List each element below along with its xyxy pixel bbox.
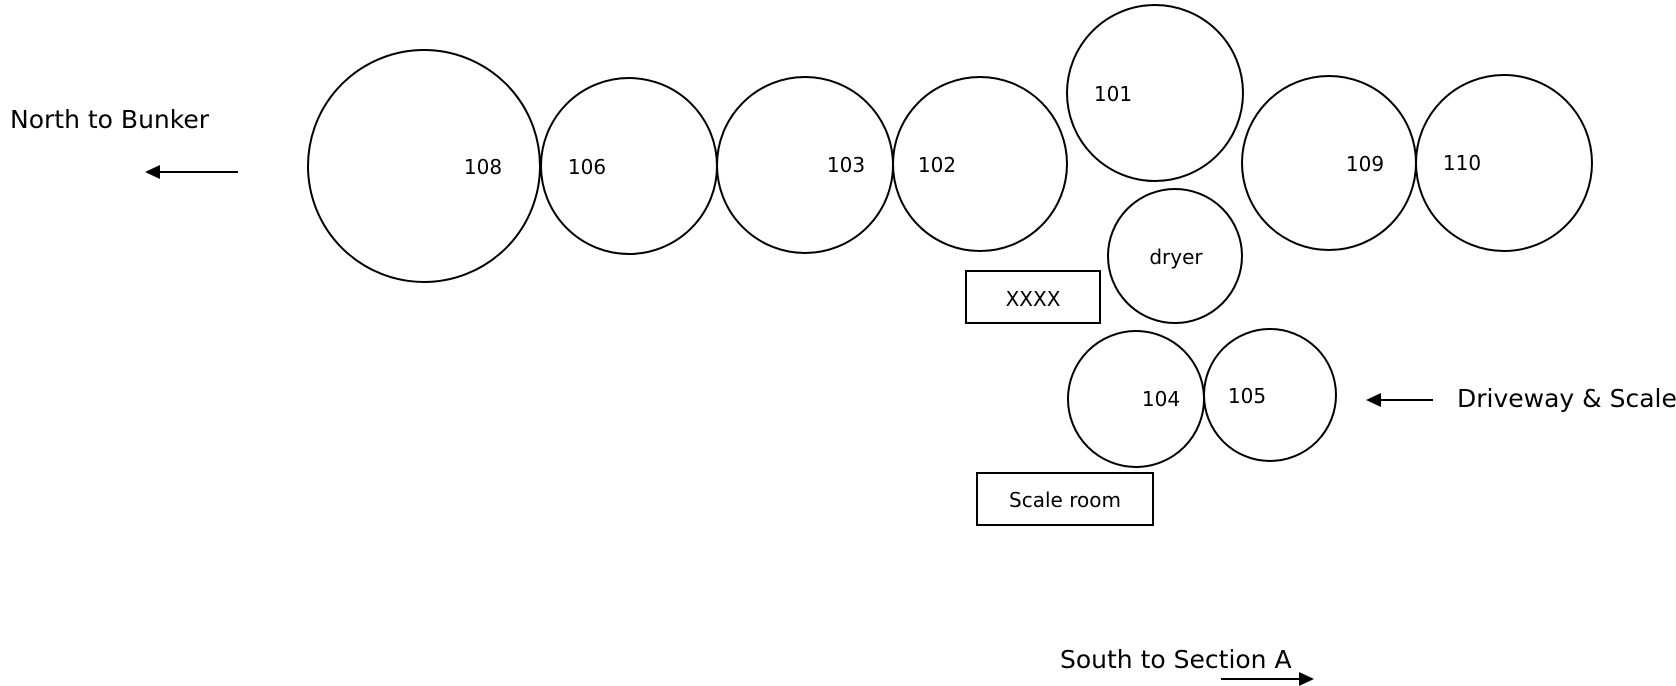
bin-dryer-label: dryer (1149, 245, 1203, 269)
bin-104-label: 104 (1142, 387, 1180, 411)
box-scale-room-rect (976, 472, 1154, 526)
south-arrow-head (1299, 672, 1314, 686)
box-scale-room: Scale room (976, 472, 1154, 526)
bin-dryer: dryer (1107, 188, 1243, 324)
bin-110-label: 110 (1443, 151, 1481, 175)
north-arrow (145, 165, 238, 179)
bin-101-circle (1066, 4, 1244, 182)
bin-103: 103 (716, 76, 894, 254)
box-xxxx-rect (965, 270, 1101, 324)
bin-101: 101 (1066, 4, 1244, 182)
north-to-bunker-label: North to Bunker (10, 105, 210, 134)
box-scale-room-label: Scale room (1009, 488, 1121, 512)
bin-106: 106 (540, 77, 718, 255)
bin-102-circle (892, 76, 1068, 252)
bin-104-circle (1067, 330, 1205, 468)
bin-108-label: 108 (464, 155, 502, 179)
bin-105: 105 (1203, 328, 1337, 462)
driveway-arrow (1366, 393, 1433, 407)
bin-104: 104 (1067, 330, 1205, 468)
bin-103-circle (716, 76, 894, 254)
bin-102-label: 102 (918, 153, 956, 177)
bin-103-label: 103 (827, 153, 865, 177)
bin-108-circle (307, 49, 541, 283)
box-xxxx: XXXX (965, 270, 1101, 324)
bin-101-label: 101 (1094, 82, 1132, 106)
driveway-arrow-head (1366, 393, 1381, 407)
south-to-section-a-label: South to Section A (1060, 645, 1292, 674)
bin-109: 109 (1241, 75, 1417, 251)
bin-106-label: 106 (568, 155, 606, 179)
bin-dryer-circle (1107, 188, 1243, 324)
bin-105-circle (1203, 328, 1337, 462)
bin-105-label: 105 (1228, 384, 1266, 408)
bin-109-circle (1241, 75, 1417, 251)
bin-110-circle (1415, 74, 1593, 252)
north-arrow-head (145, 165, 160, 179)
south-arrow (1221, 672, 1314, 686)
bin-102: 102 (892, 76, 1068, 252)
bin-108: 108 (307, 49, 541, 283)
bin-109-label: 109 (1346, 152, 1384, 176)
bin-110: 110 (1415, 74, 1593, 252)
driveway-scale-label: Driveway & Scale (1457, 384, 1676, 413)
box-xxxx-label: XXXX (1006, 287, 1061, 311)
